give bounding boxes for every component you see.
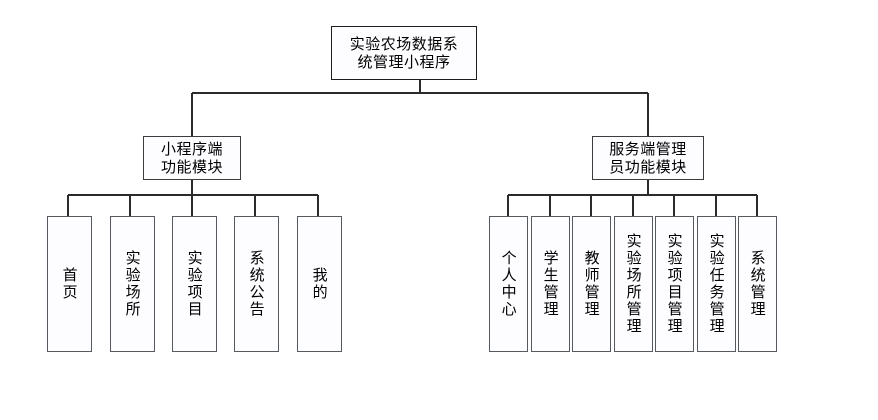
leaf-label: 系统管理 [748, 250, 767, 318]
node-leaf-site-manage[interactable]: 实验场所管理 [614, 216, 653, 352]
leaf-label: 实验场所管理 [624, 233, 643, 335]
leaf-label: 学生管理 [541, 250, 560, 318]
node-leaf-system-manage[interactable]: 系统管理 [738, 216, 777, 352]
leaf-label: 我的 [310, 267, 329, 301]
node-leaf-project-manage[interactable]: 实验项目管理 [655, 216, 694, 352]
node-leaf-experiment-project[interactable]: 实验项目 [172, 216, 217, 352]
node-leaf-teacher-manage[interactable]: 教师管理 [572, 216, 611, 352]
node-leaf-system-notice[interactable]: 系统公告 [234, 216, 279, 352]
node-leaf-mine[interactable]: 我的 [297, 216, 342, 352]
leaf-label: 系统公告 [247, 250, 266, 318]
node-leaf-home[interactable]: 首页 [47, 216, 92, 352]
node-leaf-student-manage[interactable]: 学生管理 [531, 216, 570, 352]
leaf-label: 教师管理 [582, 250, 601, 318]
node-leaf-experiment-site[interactable]: 实验场所 [110, 216, 155, 352]
leaf-label: 实验任务管理 [707, 233, 726, 335]
node-root[interactable]: 实验农场数据系 统管理小程序 [331, 26, 477, 80]
leaf-label: 实验项目管理 [665, 233, 684, 335]
leaf-label: 实验项目 [185, 250, 204, 318]
leaf-label: 首页 [60, 267, 79, 301]
node-admin-module[interactable]: 服务端管理 员功能模块 [592, 136, 704, 180]
node-leaf-task-manage[interactable]: 实验任务管理 [697, 216, 736, 352]
node-client-module[interactable]: 小程序端 功能模块 [143, 136, 241, 180]
leaf-label: 实验场所 [123, 250, 142, 318]
node-leaf-personal-center[interactable]: 个人中心 [489, 216, 528, 352]
leaf-label: 个人中心 [499, 250, 518, 318]
